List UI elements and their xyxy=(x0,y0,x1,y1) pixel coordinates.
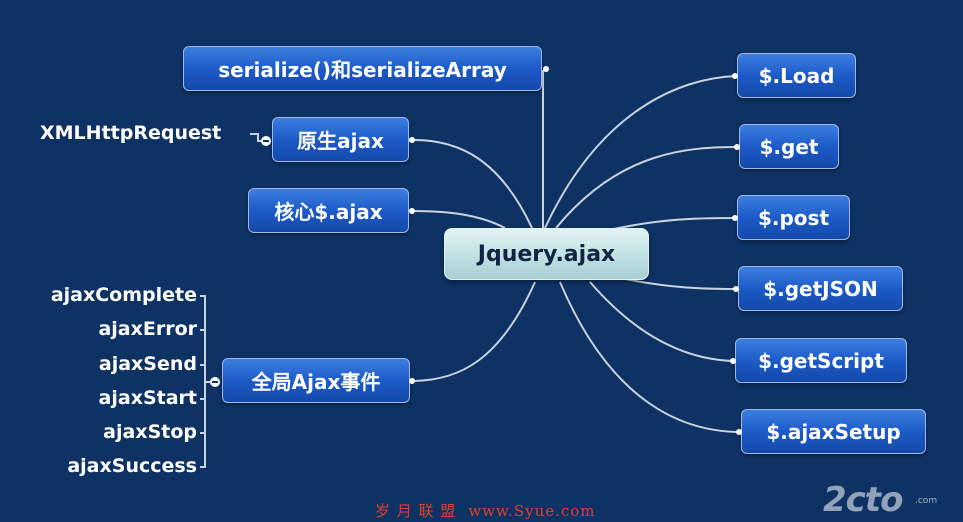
leaf-xmlhttprequest[interactable]: XMLHttpRequest xyxy=(40,122,222,144)
node-global-events[interactable]: 全局Ajax事件 xyxy=(222,358,410,403)
connector-load xyxy=(544,75,738,229)
node-ajaxsetup[interactable]: $.ajaxSetup xyxy=(741,409,926,454)
footer-site-name: 岁 月 联 盟 xyxy=(375,502,457,520)
node-serialize[interactable]: serialize()和serializeArray xyxy=(183,46,542,91)
connector-ajaxsetup xyxy=(559,281,742,433)
leaf-ajaxcomplete[interactable]: ajaxComplete xyxy=(50,284,197,306)
node-global-events-label: 全局Ajax事件 xyxy=(251,370,381,394)
leaf-ajaxsuccess[interactable]: ajaxSuccess xyxy=(67,455,197,477)
node-core-ajax-label: 核心$.ajax xyxy=(274,200,383,224)
attach-dot-native xyxy=(409,137,415,143)
node-post-label: $.post xyxy=(757,205,830,230)
node-native-ajax-label: 原生ajax xyxy=(297,129,384,153)
connector-get xyxy=(555,146,740,229)
node-getjson-label: $.getJSON xyxy=(763,276,878,301)
collapse-native-icon[interactable] xyxy=(261,136,271,146)
central-topic[interactable]: Jquery.ajax xyxy=(444,228,649,280)
footer-credit: 岁 月 联 盟 www.Syue.com xyxy=(375,500,596,521)
footer-site-url[interactable]: www.Syue.com xyxy=(468,502,596,520)
node-get[interactable]: $.get xyxy=(739,124,839,169)
node-getscript[interactable]: $.getScript xyxy=(735,338,907,383)
node-load[interactable]: $.Load xyxy=(737,53,856,98)
node-getjson[interactable]: $.getJSON xyxy=(738,266,903,311)
attach-dot-post xyxy=(732,215,738,221)
attach-dot-serialize xyxy=(543,66,549,72)
connector-xmlhttp xyxy=(250,133,263,142)
node-ajaxsetup-label: $.ajaxSetup xyxy=(766,419,901,444)
node-core-ajax[interactable]: 核心$.ajax xyxy=(248,188,409,233)
connector-native xyxy=(413,139,533,229)
central-topic-label: Jquery.ajax xyxy=(477,241,616,267)
attach-dot-load xyxy=(732,73,738,79)
watermark-logo: 2cto .com xyxy=(823,480,955,520)
node-getscript-label: $.getScript xyxy=(758,348,884,373)
connector-getjson xyxy=(619,277,739,290)
node-get-label: $.get xyxy=(759,134,819,159)
leaf-ajaxstop[interactable]: ajaxStop xyxy=(103,421,197,443)
connector-core xyxy=(411,210,506,229)
watermark-logo-suffix: .com xyxy=(915,496,938,506)
attach-dot-ajaxsetup xyxy=(736,429,742,435)
node-native-ajax[interactable]: 原生ajax xyxy=(272,117,409,162)
attach-dot-getjson xyxy=(733,286,739,292)
attach-dot-get xyxy=(734,144,740,150)
watermark-logo-text: 2cto xyxy=(823,480,903,520)
node-post[interactable]: $.post xyxy=(737,195,850,240)
connector-getscript xyxy=(589,281,736,362)
leaf-ajaxerror[interactable]: ajaxError xyxy=(98,318,197,340)
collapse-global-events-icon[interactable] xyxy=(210,377,220,387)
node-load-label: $.Load xyxy=(758,63,835,88)
node-serialize-label: serialize()和serializeArray xyxy=(218,58,507,82)
attach-dot-global xyxy=(409,378,415,384)
attach-dot-core xyxy=(409,208,415,214)
leaf-ajaxstart[interactable]: ajaxStart xyxy=(98,387,197,409)
attach-dot-getscript xyxy=(730,358,736,364)
connector-global xyxy=(413,281,536,382)
leaf-ajaxsend[interactable]: ajaxSend xyxy=(98,353,197,375)
connector-post xyxy=(599,217,738,233)
